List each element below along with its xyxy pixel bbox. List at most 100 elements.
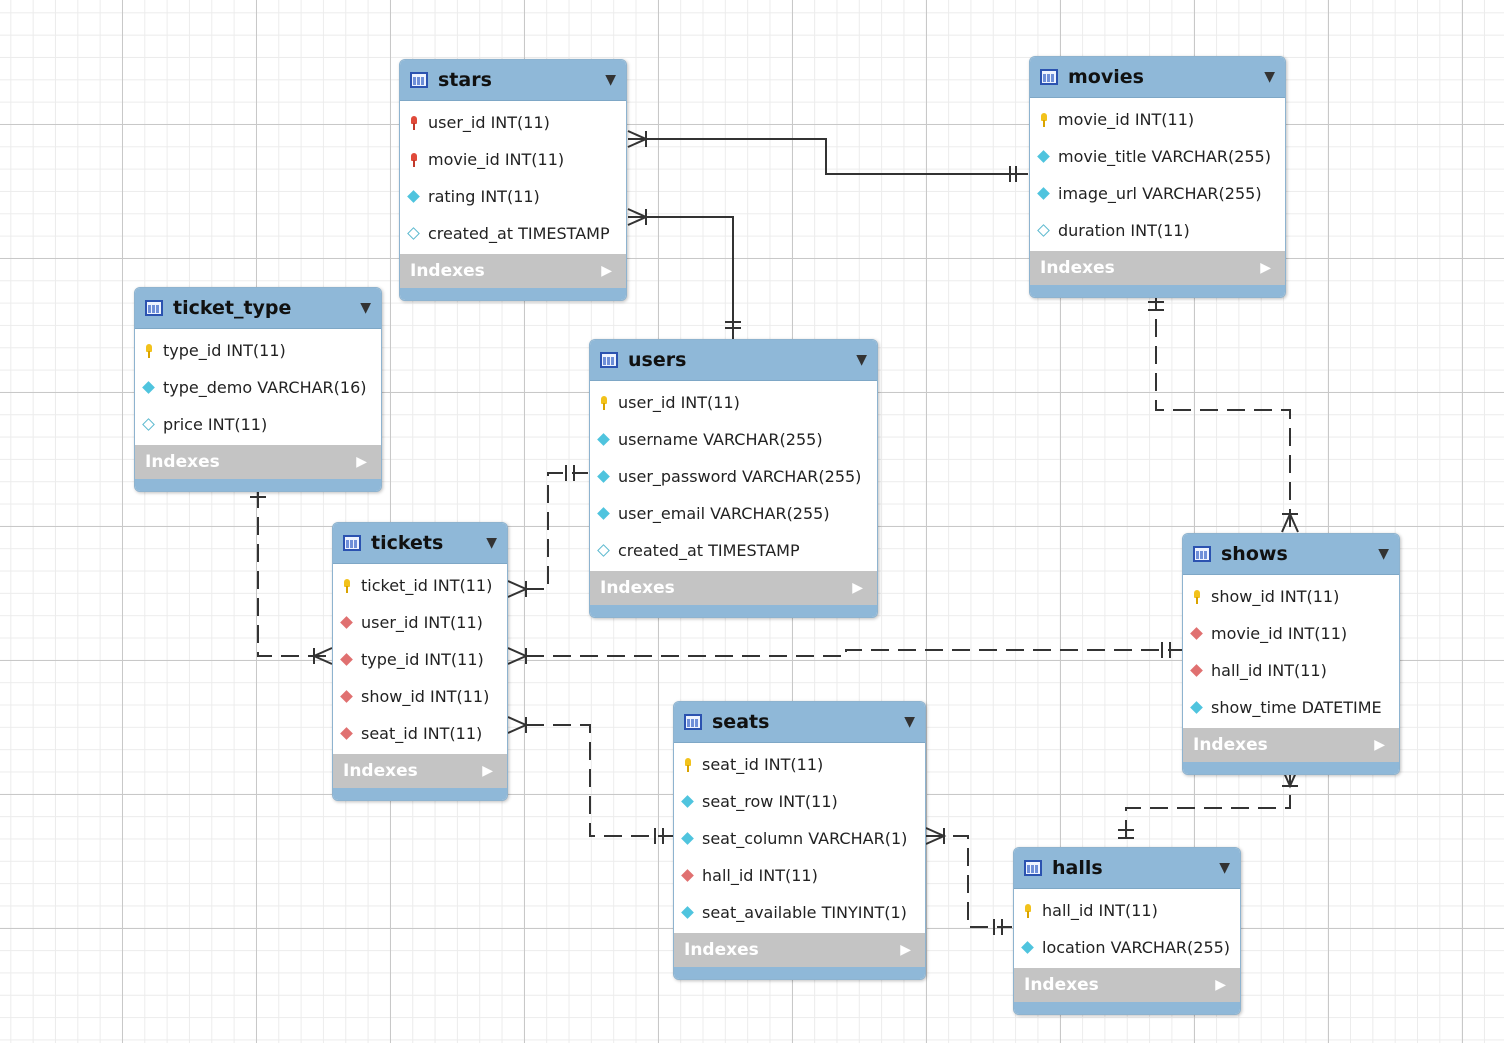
column-diamond-icon (143, 381, 155, 395)
expand-arrow-icon[interactable]: ▶ (900, 942, 911, 958)
table-header[interactable]: stars ▼ (400, 60, 626, 101)
table-shows[interactable]: shows ▼ show_id INT(11) movie_id INT(11)… (1182, 533, 1400, 775)
relation-stars-users[interactable] (627, 208, 741, 340)
expand-arrow-icon[interactable]: ▶ (601, 263, 612, 279)
column-row[interactable]: type_demo VARCHAR(16) (135, 369, 381, 406)
column-label: seat_column VARCHAR(1) (702, 829, 908, 848)
relation-shows-halls[interactable] (1125, 768, 1291, 846)
relation-tickets-users[interactable] (526, 472, 588, 590)
column-row[interactable]: user_password VARCHAR(255) (590, 458, 877, 495)
expand-arrow-icon[interactable]: ▶ (356, 454, 367, 470)
table-seats[interactable]: seats ▼ seat_id INT(11) seat_row INT(11)… (673, 701, 926, 980)
table-header[interactable]: movies ▼ (1030, 57, 1285, 98)
collapse-arrow-icon[interactable]: ▼ (904, 714, 915, 730)
column-row[interactable]: hall_id INT(11) (1014, 892, 1240, 929)
expand-arrow-icon[interactable]: ▶ (1260, 260, 1271, 276)
column-nullable-icon (408, 227, 420, 241)
column-row[interactable]: type_id INT(11) (135, 332, 381, 369)
table-footer (135, 479, 381, 491)
collapse-arrow-icon[interactable]: ▼ (1264, 69, 1275, 85)
column-label: username VARCHAR(255) (618, 430, 823, 449)
indexes-section[interactable]: Indexes▶ (1030, 251, 1285, 285)
indexes-section[interactable]: Indexes▶ (135, 445, 381, 479)
relation-tickets-ticket-type[interactable] (257, 490, 332, 657)
table-header[interactable]: halls ▼ (1014, 848, 1240, 889)
column-row[interactable]: ticket_id INT(11) (333, 567, 507, 604)
collapse-arrow-icon[interactable]: ▼ (856, 352, 867, 368)
column-row[interactable]: created_at TIMESTAMP (400, 215, 626, 252)
column-row[interactable]: image_url VARCHAR(255) (1030, 175, 1285, 212)
collapse-arrow-icon[interactable]: ▼ (605, 72, 616, 88)
column-row[interactable]: show_id INT(11) (1183, 578, 1399, 615)
relation-tickets-seats[interactable] (526, 724, 673, 837)
column-row[interactable]: hall_id INT(11) (674, 857, 925, 894)
relation-tickets-shows[interactable] (526, 649, 1182, 657)
table-icon (410, 72, 428, 88)
column-row[interactable]: type_id INT(11) (333, 641, 507, 678)
column-label: movie_id INT(11) (1058, 110, 1195, 129)
column-diamond-icon (598, 470, 610, 484)
foreign-column-diamond-icon (341, 653, 353, 667)
relation-stars-movies[interactable] (627, 130, 1028, 182)
column-label: created_at TIMESTAMP (428, 224, 610, 243)
collapse-arrow-icon[interactable]: ▼ (1378, 546, 1389, 562)
column-row[interactable]: movie_id INT(11) (1030, 101, 1285, 138)
table-name: ticket_type (173, 297, 292, 319)
table-stars[interactable]: stars ▼ user_id INT(11) movie_id INT(11)… (399, 59, 627, 301)
expand-arrow-icon[interactable]: ▶ (852, 580, 863, 596)
column-row[interactable]: user_id INT(11) (400, 104, 626, 141)
indexes-section[interactable]: Indexes▶ (333, 754, 507, 788)
expand-arrow-icon[interactable]: ▶ (482, 763, 493, 779)
column-row[interactable]: location VARCHAR(255) (1014, 929, 1240, 966)
column-row[interactable]: user_id INT(11) (333, 604, 507, 641)
column-row[interactable]: user_id INT(11) (590, 384, 877, 421)
indexes-section[interactable]: Indexes▶ (674, 933, 925, 967)
column-row[interactable]: seat_row INT(11) (674, 783, 925, 820)
column-row[interactable]: movie_id INT(11) (1183, 615, 1399, 652)
column-label: type_id INT(11) (361, 650, 484, 669)
indexes-section[interactable]: Indexes▶ (1183, 728, 1399, 762)
column-row[interactable]: movie_id INT(11) (400, 141, 626, 178)
column-row[interactable]: show_time DATETIME (1183, 689, 1399, 726)
table-header[interactable]: seats ▼ (674, 702, 925, 743)
relation-shows-movies[interactable] (1155, 292, 1291, 532)
column-row[interactable]: show_id INT(11) (333, 678, 507, 715)
column-row[interactable]: movie_title VARCHAR(255) (1030, 138, 1285, 175)
table-header[interactable]: tickets ▼ (333, 523, 507, 564)
table-halls[interactable]: halls ▼ hall_id INT(11) location VARCHAR… (1013, 847, 1241, 1015)
column-row[interactable]: price INT(11) (135, 406, 381, 443)
column-row[interactable]: user_email VARCHAR(255) (590, 495, 877, 532)
table-header[interactable]: ticket_type ▼ (135, 288, 381, 329)
column-row[interactable]: created_at TIMESTAMP (590, 532, 877, 569)
column-row[interactable]: seat_column VARCHAR(1) (674, 820, 925, 857)
column-label: show_id INT(11) (1211, 587, 1340, 606)
column-row[interactable]: duration INT(11) (1030, 212, 1285, 249)
column-row[interactable]: rating INT(11) (400, 178, 626, 215)
table-header[interactable]: users ▼ (590, 340, 877, 381)
column-row[interactable]: seat_id INT(11) (674, 746, 925, 783)
table-header[interactable]: shows ▼ (1183, 534, 1399, 575)
expand-arrow-icon[interactable]: ▶ (1374, 737, 1385, 753)
table-movies[interactable]: movies ▼ movie_id INT(11) movie_title VA… (1029, 56, 1286, 298)
table-ticket-type[interactable]: ticket_type ▼ type_id INT(11) type_demo … (134, 287, 382, 492)
expand-arrow-icon[interactable]: ▶ (1215, 977, 1226, 993)
column-label: type_id INT(11) (163, 341, 286, 360)
column-row[interactable]: seat_available TINYINT(1) (674, 894, 925, 931)
collapse-arrow-icon[interactable]: ▼ (360, 300, 371, 316)
column-row[interactable]: username VARCHAR(255) (590, 421, 877, 458)
indexes-section[interactable]: Indexes▶ (590, 571, 877, 605)
column-row[interactable]: seat_id INT(11) (333, 715, 507, 752)
indexes-section[interactable]: Indexes▶ (400, 254, 626, 288)
table-tickets[interactable]: tickets ▼ ticket_id INT(11) user_id INT(… (332, 522, 508, 801)
collapse-arrow-icon[interactable]: ▼ (1219, 860, 1230, 876)
relation-seats-halls[interactable] (926, 835, 1012, 928)
collapse-arrow-icon[interactable]: ▼ (486, 535, 497, 551)
column-row[interactable]: hall_id INT(11) (1183, 652, 1399, 689)
table-name: tickets (371, 532, 444, 554)
indexes-section[interactable]: Indexes▶ (1014, 968, 1240, 1002)
column-label: user_password VARCHAR(255) (618, 467, 862, 486)
table-users[interactable]: users ▼ user_id INT(11) username VARCHAR… (589, 339, 878, 618)
primary-key-icon (1022, 903, 1034, 918)
primary-key-icon (682, 757, 694, 772)
primary-key-icon (598, 395, 610, 410)
